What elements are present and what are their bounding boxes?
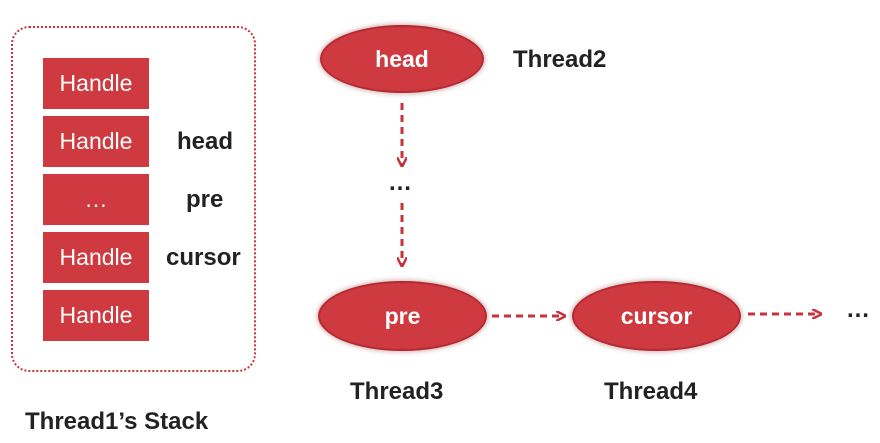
stack-slot-handle-2: Handle — [43, 116, 149, 167]
stack-slot-ellipsis: … — [43, 174, 149, 225]
node-cursor: cursor — [574, 283, 739, 349]
stack-label-pre: pre — [186, 186, 224, 213]
right-ellipsis: … — [846, 296, 870, 323]
stack-label-head: head — [177, 128, 234, 155]
stack-slot-handle-1: Handle — [43, 58, 149, 109]
node-cursor-owner: Thread4 — [604, 378, 698, 405]
thread1-stack-frame — [11, 26, 256, 372]
stack-label-cursor: cursor — [166, 244, 241, 271]
node-pre-owner: Thread3 — [350, 378, 444, 405]
node-head-owner: Thread2 — [513, 46, 607, 73]
vertical-ellipsis: … — [388, 169, 412, 196]
node-pre: pre — [320, 283, 485, 349]
node-head: head — [322, 27, 482, 91]
stack-caption: Thread1’s Stack — [25, 408, 209, 435]
stack-slot-handle-3: Handle — [43, 232, 149, 283]
stack-slot-handle-4: Handle — [43, 290, 149, 341]
